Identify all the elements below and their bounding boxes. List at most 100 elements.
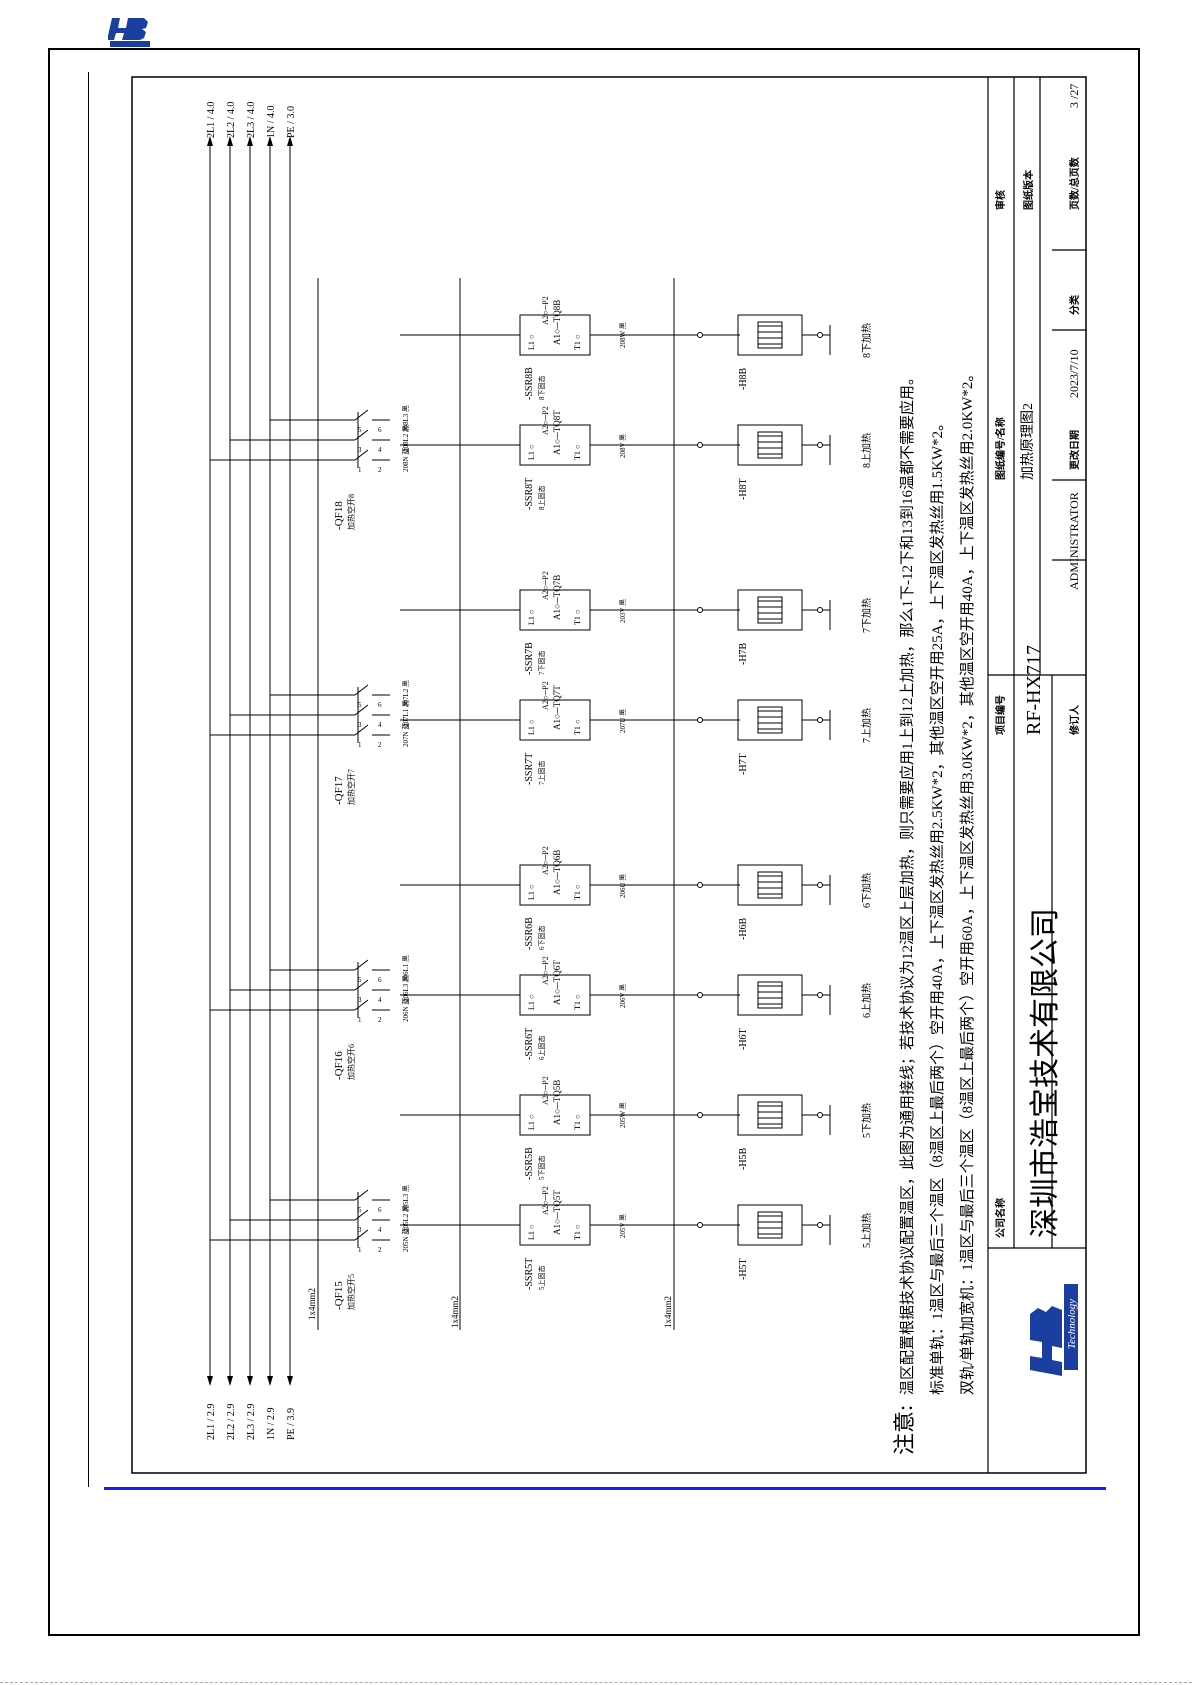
reviser-label: 修订人 (1068, 704, 1081, 736)
zone-wire-label: 205W 黑 (619, 1102, 627, 1128)
zone-wire-label: 203V 黑 (619, 599, 627, 623)
notes-line-2: 标准单轨：1温区与最后三个温区（8温区上最后两个）空开用40A，上下温区发热丝用… (929, 416, 946, 1395)
ssr-id: -SSR5B (524, 1147, 535, 1180)
logo-b-shape (1030, 1306, 1062, 1340)
project-no: RF-HX717 (1023, 645, 1045, 735)
breaker-wire-label: 206L3 黑 (402, 975, 410, 1002)
category-label: 分类 (1068, 295, 1081, 315)
zone-wire-label: 206U 黑 (619, 874, 627, 898)
breaker-contact (354, 449, 369, 461)
bus-arrow-top (267, 136, 273, 146)
bus-arrow-bottom (247, 1376, 253, 1386)
notes-title: 注意: (892, 1405, 917, 1455)
breaker-pin: 3 (358, 721, 362, 729)
ssr-terminal-a2: A2○─P2 (541, 846, 550, 875)
breaker-desc: 加热空开6 (346, 1044, 356, 1080)
heater-box (737, 1094, 803, 1136)
terminal-node (817, 332, 823, 338)
terminal-node (817, 1112, 823, 1118)
breaker-pin: 3 (358, 996, 362, 1004)
terminal-node (697, 717, 703, 723)
breaker-pin: 3 (358, 446, 362, 454)
heater-id: -H7B (738, 642, 749, 665)
ssr-terminal-l1: L1 ○ (527, 444, 536, 460)
breaker-contact (354, 959, 369, 971)
breaker-pin: 3 (358, 1226, 362, 1234)
ssr-terminal-l1: L1 ○ (527, 334, 536, 350)
ssr-id: -SSR7B (524, 642, 535, 675)
zone-label: 6上加热 (860, 983, 873, 1018)
company-name: 深圳市浩宝技术有限公司 (1029, 908, 1062, 1238)
ssr-desc: 8上固态 (537, 486, 546, 511)
breaker-contact (354, 999, 369, 1011)
heater-id: -H8B (738, 367, 749, 390)
cable-label: 1x4mm2 (307, 1288, 317, 1320)
ssr-terminal-t1: T1 ○ (573, 609, 582, 625)
ssr-terminal-l1: L1 ○ (527, 994, 536, 1010)
breaker-pin: 6 (378, 701, 382, 709)
breaker-pin: 2 (378, 741, 382, 749)
notes-line-3: 双轨/单轨加宽机：1温区与最后三个温区（8温区上最后两个）空开用60A，上下温区… (959, 367, 976, 1395)
zone-label: 5下加热 (860, 1103, 873, 1138)
breaker-pin: 1 (358, 741, 362, 749)
ssr-terminal-a2: A2○─P2 (541, 1076, 550, 1105)
breaker-pin: 4 (378, 446, 382, 454)
ssr-terminal-t1: T1 ○ (573, 1114, 582, 1130)
heater-box (737, 864, 803, 906)
bus-arrow-bottom (207, 1376, 213, 1386)
breaker-contact (354, 409, 369, 421)
notes-line-1: 温区配置根据技术协议配置温区，此图为通用接线；若技术协议为12温区上层加热，则只… (898, 370, 916, 1395)
ssr-desc: 6下固态 (537, 926, 546, 951)
page-bottom-rule (0, 1682, 1192, 1683)
ssr-tq-label: A1○─TQ5B (552, 1080, 562, 1125)
title-block-logo: Technology (1030, 1284, 1078, 1376)
ssr-desc: 6上固态 (537, 1036, 546, 1061)
bus-label-bottom: PE / 3.9 (286, 1408, 297, 1440)
breaker-contact (354, 704, 369, 716)
ssr-id: -SSR8B (524, 367, 535, 400)
bus-label-top: 2L2 / 4.0 (226, 102, 237, 138)
ssr-terminal-t1: T1 ○ (573, 719, 582, 735)
breaker-pin: 4 (378, 721, 382, 729)
heater-element (757, 1101, 783, 1129)
terminal-node (697, 332, 703, 338)
ssr-terminal-l1: L1 ○ (527, 1114, 536, 1130)
ssr-desc: 5下固态 (537, 1156, 546, 1181)
zone-label: 6下加热 (860, 873, 873, 908)
cable-label: 1x4mm2 (450, 1296, 460, 1328)
bus-label-top: 2L1 / 4.0 (206, 102, 217, 138)
bus-arrow-bottom (287, 1376, 293, 1386)
bus-arrow-bottom (227, 1376, 233, 1386)
breaker-desc: 加热空开5 (346, 1274, 356, 1310)
heater-id: -H5T (738, 1258, 749, 1280)
terminal-node (817, 442, 823, 448)
bus-label-top: 1N / 4.0 (266, 106, 277, 139)
reviser-name: ADMINISTRATOR (1067, 492, 1081, 590)
terminal-node (817, 1222, 823, 1228)
binding-margin-line (88, 72, 89, 1487)
zone-label: 5上加热 (860, 1213, 873, 1248)
ssr-id: -SSR6T (524, 1028, 535, 1060)
cable-label: 1x4mm2 (663, 1296, 673, 1328)
date-label: 更改日期 (1068, 430, 1081, 470)
heater-id: -H5B (738, 1147, 749, 1170)
breaker-id: -QF18 (333, 501, 345, 530)
bus-label-bottom: 2L3 / 2.9 (246, 1404, 257, 1440)
terminal-node (697, 992, 703, 998)
ssr-id: -SSR5T (524, 1258, 535, 1290)
bus-arrow-top (247, 136, 253, 146)
ssr-terminal-t1: T1 ○ (573, 884, 582, 900)
breaker-pin: 1 (358, 466, 362, 474)
ssr-terminal-a2: A2○─P2 (541, 956, 550, 985)
ssr-tq-label: A1○─TQ7B (552, 575, 562, 620)
bus-label-top: PE / 3.0 (286, 106, 297, 138)
terminal-node (817, 607, 823, 613)
breaker-contact (354, 1209, 369, 1221)
drawing-name: 加热原理图2 (1020, 403, 1036, 480)
ssr-terminal-l1: L1 ○ (527, 884, 536, 900)
breaker-pin: 5 (358, 426, 362, 434)
bus-arrow-top (287, 136, 293, 146)
ssr-terminal-t1: T1 ○ (573, 1224, 582, 1240)
breaker-wire-label: 205L3 黑 (402, 1185, 410, 1212)
